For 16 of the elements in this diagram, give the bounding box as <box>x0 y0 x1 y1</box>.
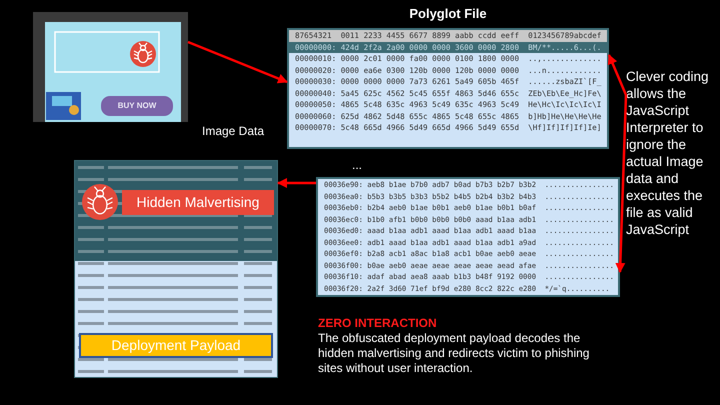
image-data-label: Image Data <box>202 124 266 139</box>
note-text: Clever coding allows the JavaScript Interpreter to ignore the actual Image data and executes the file as valid JavaScript <box>626 68 710 238</box>
arrow <box>277 178 316 188</box>
ellipsis: ... <box>352 158 364 173</box>
warning-title: Hidden Malvertising <box>136 194 260 210</box>
hex-dump-panel <box>316 177 620 297</box>
zero-interaction-heading: ZERO INTERACTION <box>318 316 438 331</box>
arrow <box>615 94 628 273</box>
file-title: Polyglot File <box>408 6 488 21</box>
description-text: The obfuscated deployment payload decodes the hidden malvertising and redirects victim to phishing sites without user interaction. <box>318 331 590 376</box>
label-banner <box>79 333 273 358</box>
arrow <box>188 40 288 84</box>
arrow <box>608 54 628 96</box>
buy-now-button: BUY NOW <box>101 96 173 116</box>
payload-title: Deployment Payload <box>111 337 241 353</box>
label-banner <box>122 190 274 215</box>
